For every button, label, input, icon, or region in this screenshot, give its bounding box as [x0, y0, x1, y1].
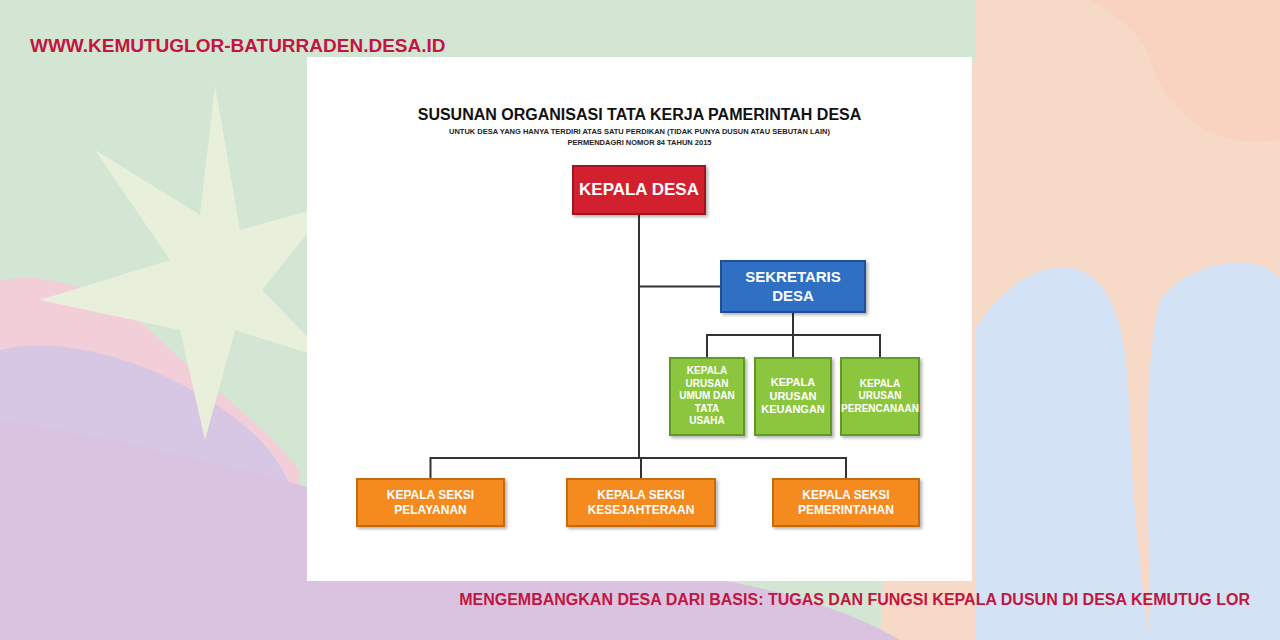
- org-box: SEKRETARIS DESA: [720, 260, 866, 313]
- box-label: KEPALA SEKSI PELAYANAN: [363, 488, 498, 518]
- box-label: KEPALA SEKSI KESEJAHTERAAN: [573, 488, 709, 518]
- org-box: KEPALA URUSAN KEUANGAN: [754, 357, 832, 436]
- box-label: SEKRETARIS DESA: [727, 268, 859, 306]
- website-url: WWW.KEMUTUGLOR-BATURRADEN.DESA.ID: [30, 35, 446, 57]
- subtitle-note: UNTUK DESA YANG HANYA TERDIRI ATAS SATU …: [307, 127, 972, 136]
- page-caption: MENGEMBANGKAN DESA DARI BASIS: TUGAS DAN…: [459, 591, 1250, 609]
- org-connector: [793, 313, 880, 357]
- org-box: KEPALA SEKSI KESEJAHTERAAN: [566, 478, 716, 527]
- box-label: KEPALA URUSAN KEUANGAN: [761, 376, 825, 417]
- org-connector: [431, 215, 640, 478]
- org-box: KEPALA URUSAN PERENCANAAN: [840, 357, 920, 436]
- org-box: KEPALA SEKSI PELAYANAN: [356, 478, 505, 527]
- org-connector: [639, 215, 846, 478]
- org-connector: [707, 313, 793, 357]
- box-label: KEPALA SEKSI PEMERINTAHAN: [779, 488, 913, 518]
- org-box: KEPALA URUSAN UMUM DAN TATA USAHA: [669, 357, 745, 436]
- org-box: KEPALA SEKSI PEMERINTAHAN: [772, 478, 920, 527]
- org-connector: [639, 215, 720, 287]
- box-label: KEPALA DESA: [579, 179, 699, 200]
- box-label: KEPALA URUSAN UMUM DAN TATA USAHA: [676, 365, 738, 428]
- regulation-ref: PERMENDAGRI NOMOR 84 TAHUN 2015: [307, 138, 972, 147]
- chart-title: SUSUNAN ORGANISASI TATA KERJA PAMERINTAH…: [307, 106, 972, 124]
- org-box: KEPALA DESA: [572, 165, 706, 215]
- box-label: KEPALA URUSAN PERENCANAAN: [841, 378, 919, 416]
